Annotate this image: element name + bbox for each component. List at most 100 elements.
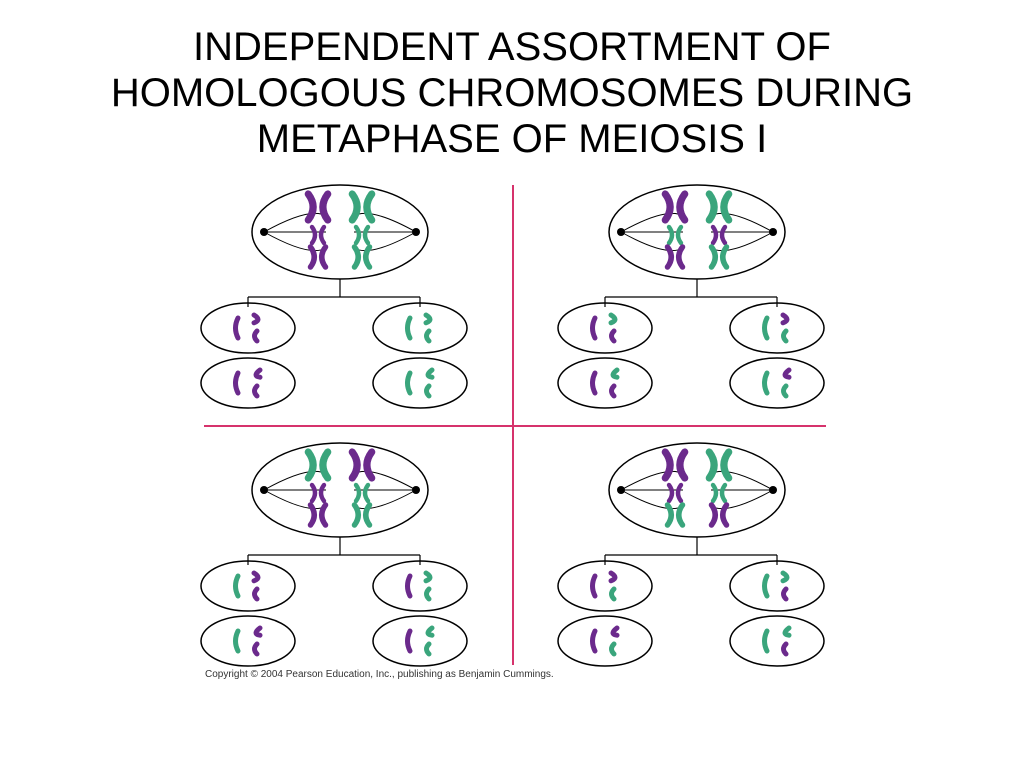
chromosome xyxy=(780,570,790,584)
chromatid xyxy=(363,502,373,528)
chromosome xyxy=(424,328,432,344)
chromatid xyxy=(309,224,318,246)
chromosome xyxy=(610,367,620,380)
title-line-3: METAPHASE OF MEIOSIS I xyxy=(256,117,768,161)
chromatid xyxy=(676,244,686,270)
chromosome xyxy=(405,628,413,654)
chromatid xyxy=(675,224,684,246)
chromosome xyxy=(590,370,598,396)
chromatid xyxy=(304,448,317,482)
centrosome xyxy=(769,486,777,494)
quadrant-2 xyxy=(557,184,825,409)
chromosome xyxy=(762,573,770,599)
centrosome xyxy=(412,486,420,494)
chromatid xyxy=(363,190,376,224)
chromatid xyxy=(362,224,371,246)
chromatid xyxy=(720,190,733,224)
chromosome xyxy=(762,315,770,341)
chromosome xyxy=(609,383,617,399)
chromatid xyxy=(710,224,719,246)
chromosome xyxy=(590,573,598,599)
quadrant-3 xyxy=(200,442,468,667)
chromosome-left xyxy=(661,448,689,482)
spindle-fiber xyxy=(620,470,684,491)
chromatid xyxy=(351,502,361,528)
chromosome xyxy=(780,312,790,326)
daughter-cell xyxy=(200,302,296,354)
chromosome-left xyxy=(307,502,329,528)
chromosome xyxy=(609,328,617,344)
quadrant-4 xyxy=(557,442,825,667)
daughter-cell xyxy=(729,302,825,354)
spindle-fiber xyxy=(263,470,327,491)
chromatid xyxy=(318,482,327,504)
chromatid xyxy=(708,244,718,270)
chromosome xyxy=(762,370,770,396)
chromosome xyxy=(405,315,413,341)
chromosome xyxy=(233,628,241,654)
title-line-2: HOMOLOGOUS CHROMOSOMES DURING xyxy=(110,71,914,115)
copyright-notice: Copyright © 2004 Pearson Education, Inc.… xyxy=(205,669,554,680)
chromosome-left xyxy=(307,244,329,270)
chromosome xyxy=(425,625,435,638)
chromosome-left xyxy=(666,482,684,504)
chromosome-right xyxy=(351,244,373,270)
daughter-cell xyxy=(557,302,653,354)
chromosome xyxy=(252,383,260,399)
chromosome xyxy=(233,370,241,396)
centrosome xyxy=(260,486,268,494)
chromosome-left xyxy=(309,482,327,504)
chromatid xyxy=(705,190,718,224)
centrosome xyxy=(260,228,268,236)
chromosome-right xyxy=(710,224,728,246)
chromosome xyxy=(609,641,617,657)
chromosome-right xyxy=(348,448,376,482)
chromatid xyxy=(363,244,373,270)
chromatid xyxy=(676,448,689,482)
chromosome xyxy=(762,628,770,654)
chromatid xyxy=(705,448,718,482)
chromosome xyxy=(405,573,413,599)
chromatid xyxy=(307,244,317,270)
chromatid xyxy=(319,502,329,528)
chromatid xyxy=(708,502,718,528)
chromosome-left xyxy=(664,244,686,270)
chromosome xyxy=(251,570,261,584)
spindle-fiber xyxy=(710,212,774,233)
chromosome xyxy=(590,628,598,654)
chromatid xyxy=(348,190,361,224)
chromosome-right xyxy=(708,244,730,270)
chromosome xyxy=(782,367,792,380)
chromatid xyxy=(719,224,728,246)
centrosome xyxy=(412,228,420,236)
chromatid xyxy=(319,190,332,224)
daughter-cell xyxy=(200,615,296,667)
daughter-cell xyxy=(557,357,653,409)
title-line-1: INDEPENDENT ASSORTMENT OF xyxy=(193,25,831,69)
chromosome xyxy=(608,312,618,326)
chromatid xyxy=(676,190,689,224)
daughter-cell xyxy=(729,615,825,667)
chromatid xyxy=(318,224,327,246)
chromatid xyxy=(720,502,730,528)
chromosome xyxy=(425,367,435,380)
chromosome xyxy=(781,383,789,399)
page-title: INDEPENDENT ASSORTMENT OF HOMOLOGOUS CHR… xyxy=(0,24,1024,162)
chromosome xyxy=(251,312,261,326)
chromatid xyxy=(353,224,362,246)
chromosome-right xyxy=(353,482,371,504)
chromatid xyxy=(661,448,674,482)
chromosome-left xyxy=(309,224,327,246)
spindle-fiber xyxy=(263,212,327,233)
spindle-fiber xyxy=(620,212,684,233)
chromatid xyxy=(309,482,318,504)
chromosome-right xyxy=(351,502,373,528)
chromatid xyxy=(666,224,675,246)
chromosome xyxy=(253,367,263,380)
chromosome-left xyxy=(661,190,689,224)
chromosome-left xyxy=(304,448,332,482)
chromatid xyxy=(351,244,361,270)
chromosome-right xyxy=(353,224,371,246)
chromosome xyxy=(233,573,241,599)
